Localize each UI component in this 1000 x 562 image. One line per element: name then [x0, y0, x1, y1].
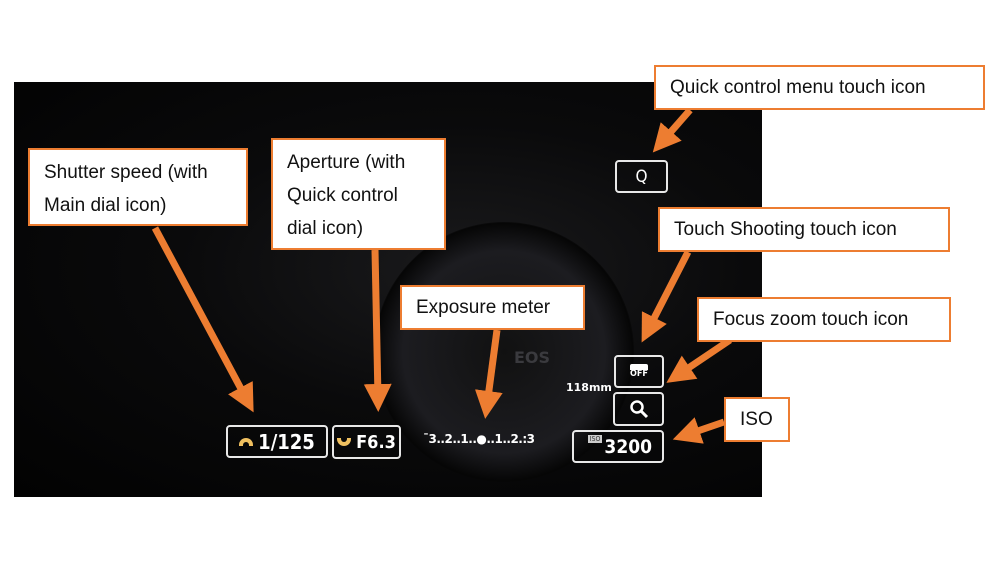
arrow-aperture: [363, 249, 392, 412]
quick-control-q: Q: [635, 166, 648, 187]
focus-zoom-button[interactable]: [613, 392, 664, 426]
iso-badge: ISO: [587, 435, 603, 443]
annotation-shutter-speed: Shutter speed (with Main dial icon): [28, 148, 248, 226]
shutter-speed-setting[interactable]: 1/125: [226, 425, 328, 458]
exposure-meter: ¯3..2..1..●..1..2.:3: [423, 432, 535, 446]
iso-setting[interactable]: ISO 3200: [572, 430, 664, 463]
annotation-focus-zoom: Focus zoom touch icon: [697, 297, 951, 342]
main-dial-icon: [239, 437, 254, 446]
quick-control-button[interactable]: Q: [615, 160, 668, 193]
quick-control-dial-icon: [337, 438, 352, 446]
magnifier-icon: [629, 400, 648, 419]
annotation-aperture: Aperture (with Quick control dial icon): [271, 138, 446, 250]
touch-shutter-off-text: OFF: [630, 369, 648, 379]
camera-icon: [630, 364, 648, 370]
aperture-setting[interactable]: F6.3: [332, 425, 401, 459]
arrow-iso: [672, 417, 726, 444]
arrow-quick: [652, 107, 693, 153]
arrow-focus: [666, 337, 732, 383]
touch-shooting-button[interactable]: OFF: [614, 355, 664, 388]
background-eos-text: EOS: [514, 348, 551, 367]
iso-value: 3200: [604, 435, 652, 458]
annotation-iso: ISO: [724, 397, 790, 442]
annotation-touch-shooting: Touch Shooting touch icon: [658, 207, 950, 252]
aperture-value: F6.3: [356, 431, 396, 453]
arrow-exposure: [474, 329, 503, 419]
shutter-speed-value: 1/125: [258, 429, 315, 454]
focal-length: 118mm: [566, 381, 612, 394]
arrow-touch: [641, 250, 692, 343]
annotation-quick-control: Quick control menu touch icon: [654, 65, 985, 110]
annotation-exposure-meter: Exposure meter: [400, 285, 585, 330]
arrow-shutter: [151, 226, 254, 413]
